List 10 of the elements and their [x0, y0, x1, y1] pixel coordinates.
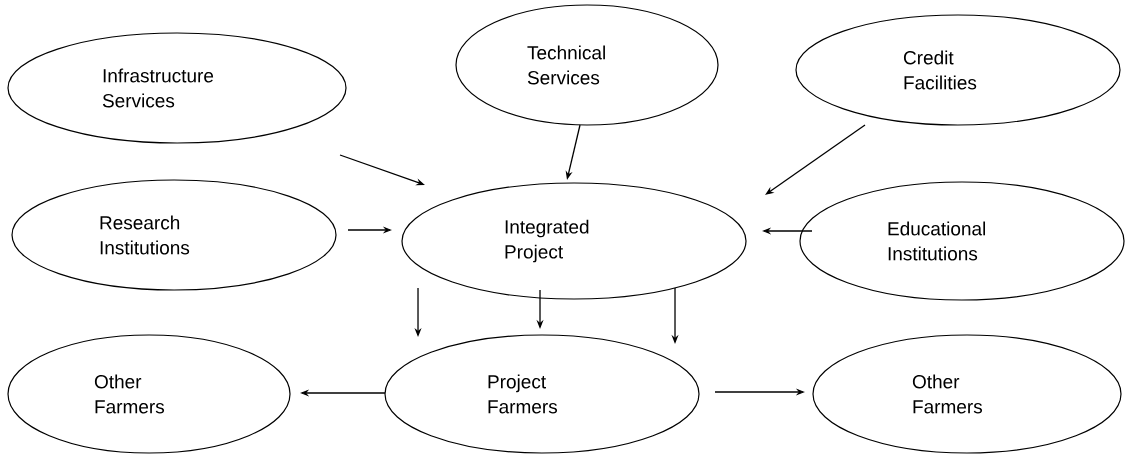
ellipse-node: Credit Facilities	[795, 14, 1121, 126]
ellipse-node: Technical Services	[455, 4, 719, 126]
ellipse-node: Educational Institutions	[799, 181, 1125, 301]
ellipse-node: Other Farmers	[7, 334, 291, 454]
ellipse-node: Integrated Project	[401, 182, 747, 300]
ellipse-node: Research Institutions	[11, 179, 337, 291]
ellipse-node: Project Farmers	[384, 334, 700, 454]
arrow	[765, 124, 866, 195]
ellipse-node: Other Farmers	[812, 334, 1122, 454]
ellipse-node: Infrastructure Services	[7, 32, 347, 144]
